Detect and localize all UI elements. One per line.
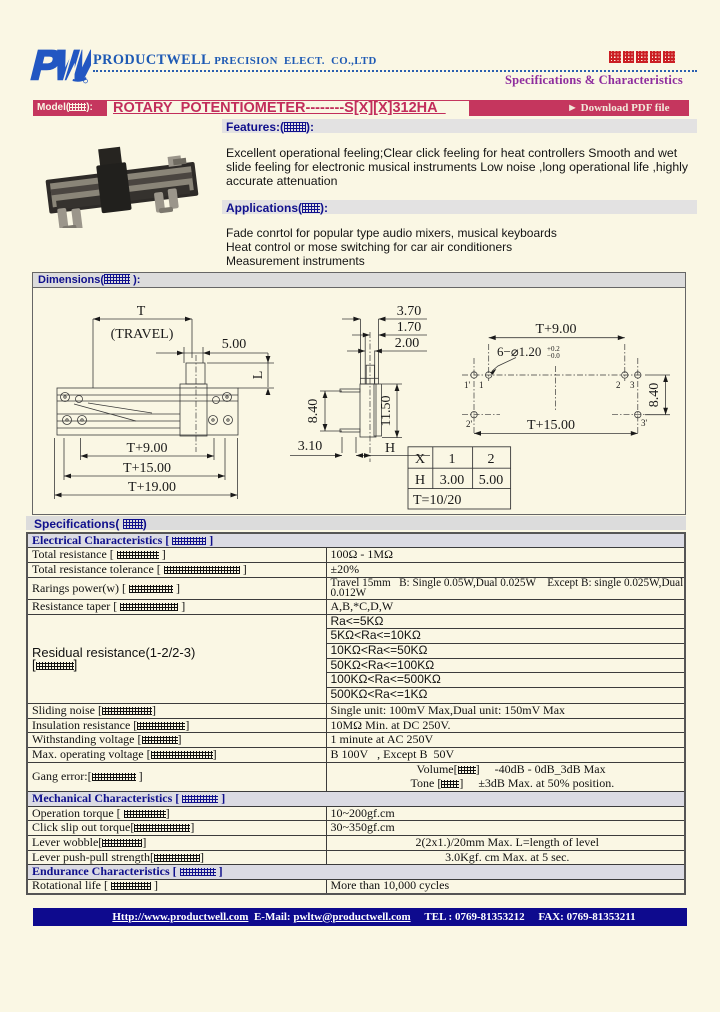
svg-text:L: L [251,371,266,380]
svg-text:11.50: 11.50 [379,396,394,427]
svg-text:3.10: 3.10 [298,439,323,454]
svg-text:T=10/20: T=10/20 [413,493,461,508]
svg-text:8.40: 8.40 [306,399,321,424]
svg-text:T+9.00: T+9.00 [127,441,168,456]
svg-text:1.70: 1.70 [397,320,422,335]
svg-text:8.40: 8.40 [647,383,662,408]
svg-text:T+15.00: T+15.00 [123,461,171,476]
svg-text:T+19.00: T+19.00 [128,480,176,495]
svg-text:T+9.00: T+9.00 [536,322,577,337]
svg-text:3: 3 [630,380,635,390]
svg-text:X: X [415,452,425,467]
svg-text:H: H [415,473,425,488]
svg-text:1: 1 [449,452,456,467]
svg-text:(TRAVEL): (TRAVEL) [111,327,174,342]
svg-text:+0.2: +0.2 [547,345,560,353]
svg-text:5.00: 5.00 [222,337,247,352]
svg-text:2': 2' [466,419,473,429]
svg-text:3.70: 3.70 [397,304,422,319]
svg-text:H: H [385,441,395,456]
svg-text:1': 1' [464,380,471,390]
svg-text:6−⌀1.20: 6−⌀1.20 [497,344,541,359]
svg-text:2: 2 [616,380,621,390]
svg-text:T+15.00: T+15.00 [527,418,575,433]
svg-text:5.00: 5.00 [479,473,504,488]
svg-text:2.00: 2.00 [395,336,420,351]
svg-text:3.00: 3.00 [440,473,465,488]
svg-text:1: 1 [479,380,484,390]
svg-text:T: T [137,304,146,319]
svg-text:3': 3' [641,418,648,428]
svg-text:2: 2 [488,452,495,467]
svg-text:−0.0: −0.0 [547,352,560,360]
